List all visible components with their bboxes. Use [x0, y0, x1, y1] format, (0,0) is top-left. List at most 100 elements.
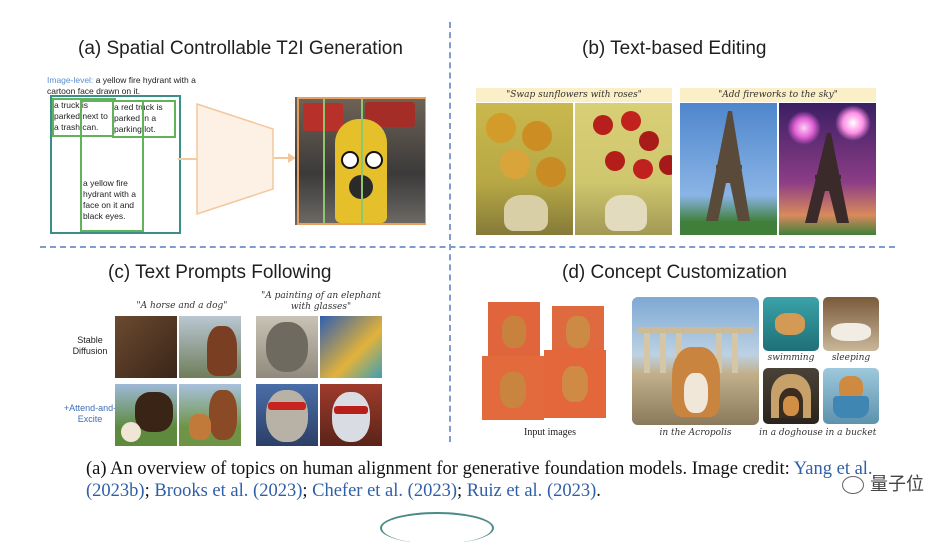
corgi-shape-7	[831, 323, 871, 341]
citation-ruiz-name: Ruiz et al.	[466, 481, 543, 501]
hydrant-eye-left	[341, 151, 359, 169]
doghouse-corgi-image	[763, 368, 819, 424]
bucket-shape	[833, 396, 869, 418]
arrow-right-icon	[274, 153, 296, 163]
generated-hydrant-image	[295, 97, 426, 225]
edit-prompt-2: "Add fireworks to the sky"	[680, 88, 876, 102]
dog-shape-2	[189, 414, 211, 440]
sd-horse-image-1	[115, 316, 177, 378]
fireworks-image	[779, 103, 876, 235]
input-corgi-image-2	[552, 306, 604, 356]
rose-heads	[593, 115, 613, 135]
panel-c-title: (c) Text Prompts Following	[108, 262, 332, 283]
vertical-separator	[449, 22, 451, 442]
watermark-text: 量子位	[870, 474, 924, 494]
box3-text: a yellow fire hydrant with a face on it …	[83, 178, 136, 221]
panel-b-title: (b) Text-based Editing	[582, 38, 767, 59]
overlay-box-green	[323, 97, 363, 225]
image-level-label: Image-level:	[47, 75, 94, 85]
sunflower-heads	[486, 113, 516, 143]
input-corgi-image-3	[482, 356, 544, 420]
bucket-corgi-image	[823, 368, 879, 424]
firework-burst-2	[835, 105, 871, 141]
caption-prefix: (a) An overview of topics on human align…	[86, 459, 794, 479]
edit-prompt-1: "Swap sunflowers with roses"	[476, 88, 672, 102]
citation-brooks-year: 2023	[259, 481, 297, 501]
row-label-stable-diffusion: Stable Diffusion	[72, 335, 108, 356]
layout-box-hydrant-outline	[80, 100, 144, 232]
label-acropolis: in the Acropolis	[659, 428, 732, 438]
label-doghouse: in a doghouse	[759, 428, 823, 438]
corgi-shape-8	[783, 396, 799, 416]
swimming-corgi-image	[763, 297, 819, 351]
watermark: 量子位	[842, 470, 924, 496]
image-level-text: a yellow fire hydrant with a cartoon fac…	[47, 75, 196, 96]
layout-box-image	[50, 95, 181, 234]
overlay-box-orange	[297, 97, 426, 225]
layout-box-red-truck: a red truck is parked in a parking lot.	[112, 100, 176, 138]
citation-chefer-name: Chefer et al.	[312, 481, 404, 501]
citation-ruiz[interactable]: Ruiz et al. (2023)	[466, 481, 597, 501]
panel-d-title: (d) Concept Customization	[562, 262, 787, 283]
model-trapezoid	[196, 103, 274, 215]
corgi-chest	[684, 373, 708, 413]
elephant-shape-2	[266, 390, 308, 442]
acropolis-corgi-image	[632, 297, 759, 425]
label-sleeping: sleeping	[831, 353, 871, 363]
ae-elephant-image-1	[256, 384, 318, 446]
ae-horse-dog-image-2	[179, 384, 241, 446]
image-level-prompt: Image-level: a yellow fire hydrant with …	[47, 75, 197, 97]
sd-elephant-image-2	[320, 316, 382, 378]
firework-burst-1	[787, 111, 821, 145]
eiffel-tower-icon	[706, 111, 750, 221]
bottom-arc-decoration	[380, 512, 494, 544]
dog-shape	[121, 422, 141, 442]
horse-shape-2	[135, 392, 173, 432]
ae-elephant-image-2	[320, 384, 382, 446]
input-corgi-image-4	[544, 350, 606, 418]
hydrant-eye-right	[365, 151, 383, 169]
citation-yang-year: 2023b	[92, 481, 139, 501]
eiffel-tower-image	[680, 103, 777, 235]
sd-horse-image-2	[179, 316, 241, 378]
row-label-attend-excite: +Attend-and-Excite	[63, 403, 117, 424]
elephant-shape-3	[332, 392, 370, 442]
citation-brooks[interactable]: Brooks et al. (2023)	[154, 481, 303, 501]
panel-a-title: (a) Spatial Controllable T2I Generation	[78, 38, 403, 59]
figure-caption: (a) An overview of topics on human align…	[86, 459, 873, 501]
label-swimming: swimming	[767, 353, 815, 363]
corgi-shape-2	[566, 316, 590, 348]
citation-yang[interactable]: Yang et al. (2023b)	[86, 459, 873, 501]
wechat-icon	[842, 476, 864, 495]
temple-roof	[638, 327, 753, 333]
sd-elephant-image-1	[256, 316, 318, 378]
follow-prompt-2: "A painting of an elephant with glasses"	[261, 291, 381, 312]
vase-shape-2	[605, 195, 647, 231]
glasses-shape	[268, 402, 306, 410]
citation-chefer[interactable]: Chefer et al. (2023)	[312, 481, 458, 501]
temple-columns	[644, 333, 650, 373]
corgi-shape	[502, 316, 526, 348]
citation-ruiz-year: 2023	[553, 481, 591, 501]
horizontal-separator	[40, 246, 895, 248]
glasses-shape-2	[334, 406, 368, 414]
corgi-shape-4	[562, 366, 588, 402]
horse-shape	[207, 326, 237, 376]
sleeping-corgi-image	[823, 297, 879, 351]
vase-shape	[504, 195, 548, 231]
input-corgi-image-1	[488, 302, 540, 358]
citation-chefer-year: 2023	[413, 481, 451, 501]
roses-image	[575, 103, 672, 235]
elephant-shape	[266, 322, 308, 372]
citation-brooks-name: Brooks et al.	[154, 481, 249, 501]
horse-shape-3	[209, 390, 237, 440]
citation-yang-name: Yang et al.	[793, 459, 873, 479]
arrow-line-left	[178, 158, 198, 160]
box2-text: a red truck is parked in a parking lot.	[114, 102, 163, 134]
input-images-label: Input images	[524, 427, 576, 438]
ae-horse-dog-image-1	[115, 384, 177, 446]
corgi-shape-3	[500, 372, 526, 408]
corgi-shape-6	[775, 313, 805, 335]
follow-prompt-1: "A horse and a dog"	[136, 301, 228, 311]
label-bucket: in a bucket	[825, 428, 877, 438]
